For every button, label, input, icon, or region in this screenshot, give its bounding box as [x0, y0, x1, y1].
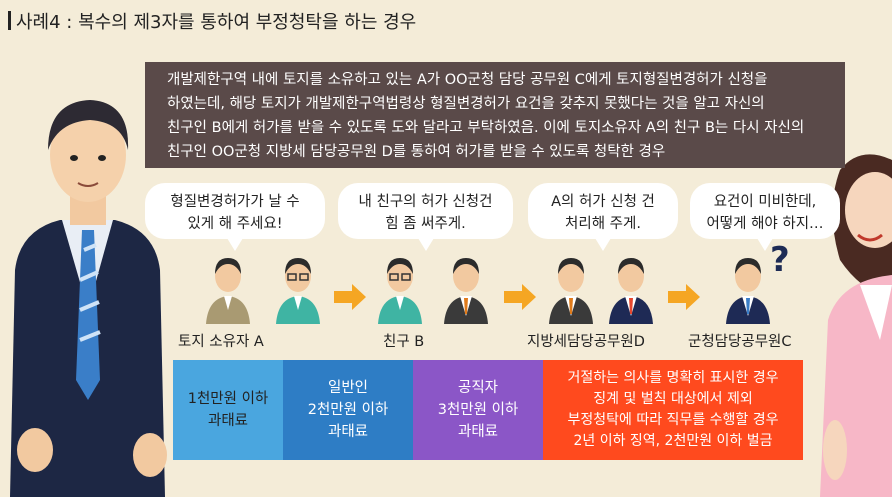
bubble-text: 형질변경허가가 날 수 [170, 194, 300, 210]
businessman-illustration [10, 100, 167, 497]
speech-bubble-official-d: A의 허가 신청 건 처리해 주게. [528, 183, 678, 251]
official-d-person-icon [549, 258, 593, 324]
penalty-text: 거절하는 의사를 명확히 표시한 경우 [567, 370, 779, 386]
penalty-text: 부정청탁에 따라 직무를 수행할 경우 [567, 412, 779, 428]
speech-bubble-official-c: 요건이 미비한데, 어떻게 해야 하지… [690, 183, 840, 251]
bubble-text: 어떻게 해야 하지… [706, 216, 824, 232]
penalty-text: 3천만원 이하 [437, 402, 519, 418]
penalty-text: 과태료 [327, 424, 369, 440]
penalty-text: 1천만원 이하 [187, 391, 269, 407]
bubble-text: 있게 해 주세요! [187, 216, 283, 232]
description-line: 하였는데, 해당 토지가 개발제한구역법령상 형질변경허가 요건을 갖추지 못했… [167, 96, 765, 112]
page-title: 사례4 : 복수의 제3자를 통하여 부정청탁을 하는 경우 [16, 12, 417, 33]
title-bar: 사례4 : 복수의 제3자를 통하여 부정청탁을 하는 경우 [0, 0, 892, 40]
penalty-text: 과태료 [457, 424, 499, 440]
label-owner-a: 토지 소유자 A [178, 334, 264, 350]
penalty-text: 2년 이하 징역, 2천만원 이하 벌금 [573, 433, 773, 449]
question-mark-icon: ? [770, 240, 790, 280]
case-description-box: 개발제한구역 내에 토지를 소유하고 있는 A가 OO군청 담당 공무원 C에게… [145, 62, 845, 168]
label-official-d: 지방세담당공무원D [527, 334, 645, 350]
description-line: 개발제한구역 내에 토지를 소유하고 있는 A가 OO군청 담당 공무원 C에게… [167, 72, 768, 88]
arrow-right-icon [334, 284, 366, 310]
bubble-text: 내 친구의 허가 신청건 [358, 194, 493, 210]
owner-a-companion-person-icon [276, 258, 320, 324]
bubble-text: A의 허가 신청 건 [551, 194, 655, 210]
arrow-right-icon [668, 284, 700, 310]
official-c-person-icon [726, 258, 770, 324]
penalty-box-owner: 1천만원 이하 과태료 [173, 360, 283, 460]
penalty-box-civilian: 일반인 2천만원 이하 과태료 [283, 360, 413, 460]
friend-b-companion-person-icon [444, 258, 488, 324]
bubble-text: 요건이 미비한데, [713, 194, 817, 210]
speech-bubble-owner-a: 형질변경허가가 날 수 있게 해 주세요! [145, 183, 325, 251]
owner-a-person-icon [206, 258, 250, 324]
friend-b-person-icon [378, 258, 422, 324]
penalty-text: 2천만원 이하 [307, 402, 389, 418]
penalty-text: 징계 및 벌칙 대상에서 제외 [593, 391, 753, 407]
penalty-text: 일반인 [327, 380, 369, 396]
arrow-right-icon [504, 284, 536, 310]
label-official-c: 군청담당공무원C [688, 334, 792, 350]
penalty-text: 과태료 [207, 413, 249, 429]
penalty-text: 공직자 [457, 380, 499, 396]
penalty-box-public-official: 공직자 3천만원 이하 과태료 [413, 360, 543, 460]
woman-illustration [820, 154, 892, 497]
description-line: 친구인 B에게 허가를 받을 수 있도록 도와 달라고 부탁하였음. 이에 토지… [167, 120, 805, 136]
description-line: 친구인 OO군청 지방세 담당공무원 D를 통하여 허가를 받을 수 있도록 청… [167, 144, 666, 160]
bubble-text: 힘 좀 써주게. [385, 216, 466, 232]
title-marker [8, 11, 11, 30]
label-friend-b: 친구 B [383, 334, 425, 350]
speech-bubble-friend-b: 내 친구의 허가 신청건 힘 좀 써주게. [338, 183, 513, 251]
official-d-companion-person-icon [609, 258, 653, 324]
bubble-text: 처리해 주게. [565, 216, 641, 232]
penalty-box-responsible-official: 거절하는 의사를 명확히 표시한 경우 징계 및 벌칙 대상에서 제외 부정청탁… [543, 360, 803, 460]
